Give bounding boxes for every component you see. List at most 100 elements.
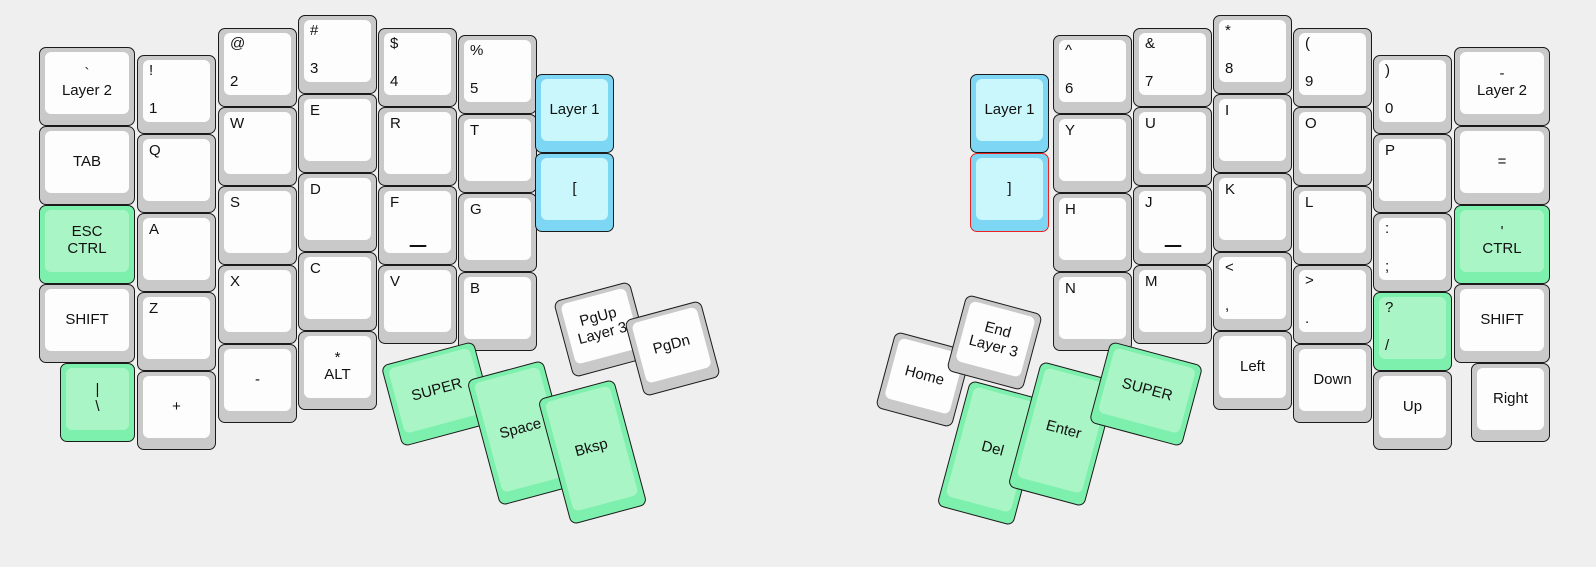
key-minus[interactable]: - bbox=[218, 344, 297, 423]
key-semicolon[interactable]: :; bbox=[1373, 213, 1452, 292]
key-z[interactable]: Z bbox=[137, 292, 216, 371]
key-p[interactable]: P bbox=[1373, 134, 1452, 213]
key-b[interactable]: B bbox=[458, 272, 537, 351]
key-a[interactable]: A bbox=[137, 213, 216, 292]
key-label: Left bbox=[1239, 357, 1266, 375]
key-label: Space bbox=[497, 415, 544, 443]
key-label-top: $ bbox=[390, 35, 399, 52]
key-label-top: : bbox=[1385, 220, 1390, 237]
key-i[interactable]: I bbox=[1213, 94, 1292, 173]
key-q[interactable]: Q bbox=[137, 134, 216, 213]
key-bracket-right[interactable]: ] bbox=[970, 153, 1049, 232]
key-6[interactable]: ^6 bbox=[1053, 35, 1132, 114]
key-label: 8 bbox=[1225, 60, 1234, 78]
key-label-top: % bbox=[470, 42, 484, 59]
key-8[interactable]: *8 bbox=[1213, 15, 1292, 94]
key-right[interactable]: Right bbox=[1471, 363, 1550, 442]
key-label-top: @ bbox=[230, 35, 246, 52]
key-o[interactable]: O bbox=[1293, 107, 1372, 186]
key-label: ALT bbox=[324, 366, 351, 383]
key-r[interactable]: R bbox=[378, 107, 457, 186]
key-label-top: O bbox=[1305, 115, 1317, 132]
key-slash[interactable]: ?/ bbox=[1373, 292, 1452, 371]
key-5[interactable]: %5 bbox=[458, 35, 537, 114]
key-label: Right bbox=[1492, 389, 1529, 407]
key-9[interactable]: (9 bbox=[1293, 28, 1372, 107]
key-label-top: Z bbox=[149, 300, 159, 317]
key-label-top: & bbox=[1145, 35, 1156, 52]
key-n[interactable]: N bbox=[1053, 272, 1132, 351]
key-layer1-left[interactable]: Layer 1 bbox=[535, 74, 614, 153]
key-label: Home bbox=[903, 361, 947, 389]
key-shift-right[interactable]: SHIFT bbox=[1454, 284, 1550, 363]
key-label: , bbox=[1225, 297, 1230, 315]
key-label: \ bbox=[95, 398, 100, 415]
key-label-top: * bbox=[1225, 22, 1231, 39]
key-label: SUPER bbox=[409, 374, 465, 405]
key-down[interactable]: Down bbox=[1293, 344, 1372, 423]
key-label-top: K bbox=[1225, 181, 1236, 198]
key-4[interactable]: $4 bbox=[378, 28, 457, 107]
key-pipe-backslash[interactable]: |\ bbox=[60, 363, 135, 442]
key-m[interactable]: M bbox=[1133, 265, 1212, 344]
key-label-top: ( bbox=[1305, 35, 1310, 52]
key-label-top: * bbox=[334, 349, 341, 367]
key-0[interactable]: )0 bbox=[1373, 55, 1452, 134]
homing-bar-icon bbox=[1164, 244, 1181, 247]
key-2[interactable]: @2 bbox=[218, 28, 297, 107]
key-super-right[interactable]: SUPER bbox=[1088, 341, 1204, 447]
key-comma[interactable]: <, bbox=[1213, 252, 1292, 331]
key-label: - bbox=[255, 370, 260, 388]
key-label-top: > bbox=[1305, 272, 1314, 289]
key-label-top: F bbox=[390, 194, 400, 211]
key-minus-layer2[interactable]: -Layer 2 bbox=[1454, 47, 1550, 126]
key-1[interactable]: !1 bbox=[137, 55, 216, 134]
key-period[interactable]: >. bbox=[1293, 265, 1372, 344]
key-label-top: < bbox=[1225, 259, 1234, 276]
key-7[interactable]: &7 bbox=[1133, 28, 1212, 107]
key-equal[interactable]: = bbox=[1454, 126, 1550, 205]
key-3[interactable]: #3 bbox=[298, 15, 377, 94]
key-g[interactable]: G bbox=[458, 193, 537, 272]
key-plus[interactable]: + bbox=[137, 371, 216, 450]
key-c[interactable]: C bbox=[298, 252, 377, 331]
key-l[interactable]: L bbox=[1293, 186, 1372, 265]
key-label-top: - bbox=[1499, 65, 1505, 83]
key-label: / bbox=[1385, 337, 1390, 355]
key-k[interactable]: K bbox=[1213, 173, 1292, 252]
key-label-top: I bbox=[1225, 102, 1230, 119]
key-left[interactable]: Left bbox=[1213, 331, 1292, 410]
key-bracket-left[interactable]: [ bbox=[535, 153, 614, 232]
key-label: Enter bbox=[1044, 416, 1084, 443]
key-label: 5 bbox=[470, 80, 479, 98]
key-e[interactable]: E bbox=[298, 94, 377, 173]
key-bksp[interactable]: Bksp bbox=[537, 378, 648, 526]
key-shift[interactable]: SHIFT bbox=[39, 284, 135, 363]
key-s[interactable]: S bbox=[218, 186, 297, 265]
key-up[interactable]: Up bbox=[1373, 371, 1452, 450]
key-layer1-right[interactable]: Layer 1 bbox=[970, 74, 1049, 153]
key-x[interactable]: X bbox=[218, 265, 297, 344]
key-j[interactable]: J bbox=[1133, 186, 1212, 265]
key-t[interactable]: T bbox=[458, 114, 537, 193]
key-alt[interactable]: *ALT bbox=[298, 331, 377, 410]
key-d[interactable]: D bbox=[298, 173, 377, 252]
key-label: 0 bbox=[1385, 100, 1394, 118]
key-super-right-wrapper: SUPER bbox=[1088, 341, 1204, 447]
key-v[interactable]: V bbox=[378, 265, 457, 344]
key-label: . bbox=[1305, 310, 1310, 328]
key-label: Layer 1 bbox=[984, 100, 1035, 118]
key-u[interactable]: U bbox=[1133, 107, 1212, 186]
key-grave-layer2[interactable]: `Layer 2 bbox=[39, 47, 135, 126]
key-tab[interactable]: TAB bbox=[39, 126, 135, 205]
key-label-top: T bbox=[470, 122, 480, 139]
key-y[interactable]: Y bbox=[1053, 114, 1132, 193]
key-label-top: X bbox=[230, 273, 241, 290]
key-label-top: G bbox=[470, 201, 482, 218]
key-quote-ctrl[interactable]: 'CTRL bbox=[1454, 205, 1550, 284]
key-h[interactable]: H bbox=[1053, 193, 1132, 272]
key-f[interactable]: F bbox=[378, 186, 457, 265]
key-w[interactable]: W bbox=[218, 107, 297, 186]
